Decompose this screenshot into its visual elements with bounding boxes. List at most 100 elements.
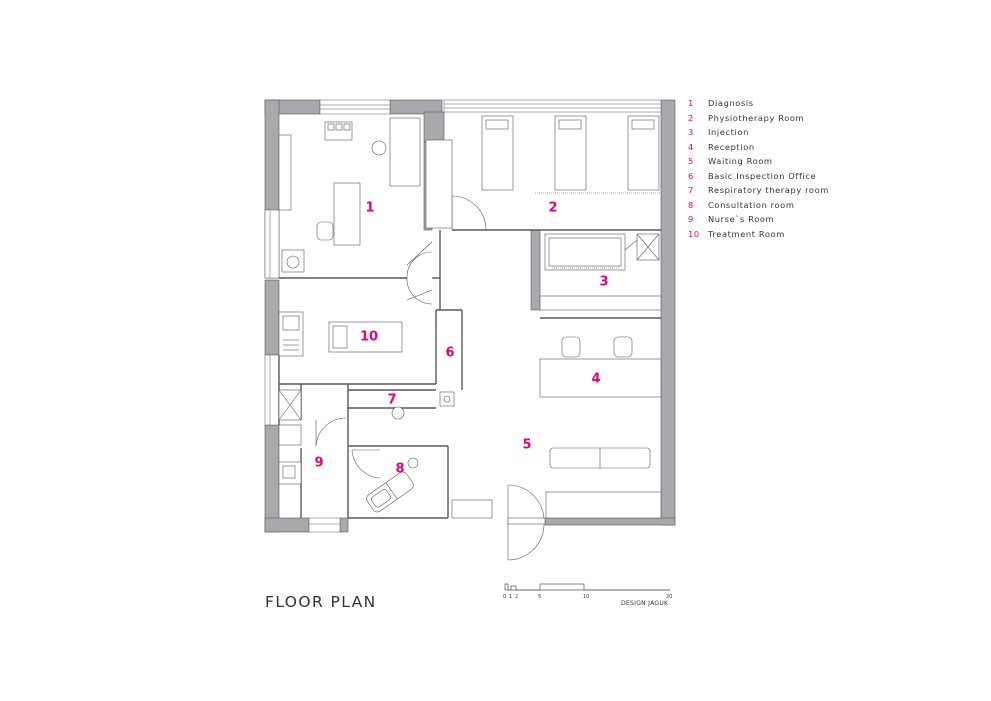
scale-bar — [504, 583, 670, 591]
legend-number: 4 — [688, 141, 694, 152]
window-bottom — [308, 517, 341, 533]
exterior-walls — [264, 99, 676, 533]
waiting-bench — [545, 491, 662, 519]
counter-room3 — [539, 295, 662, 311]
pillar-top — [423, 111, 445, 143]
legend-number: 6 — [688, 170, 694, 181]
window-left-2 — [264, 354, 280, 426]
legend-number: 1 — [688, 98, 694, 108]
doors — [315, 195, 546, 561]
scale-tick-5: 5 — [538, 594, 541, 600]
legend-item: 2 Physiotherapy Room — [688, 111, 829, 126]
legend-item: 5 Waiting Room — [688, 154, 829, 169]
legend-item: 4 Reception — [688, 140, 829, 155]
scale-tick-1: 1 — [509, 594, 512, 600]
legend-label: Injection — [708, 127, 749, 137]
room-6-7-furniture — [391, 391, 455, 420]
legend-label: Waiting Room — [708, 156, 773, 166]
legend-number: 2 — [688, 112, 694, 123]
legend-number: 9 — [688, 214, 694, 224]
room-10-furniture — [278, 311, 403, 357]
reception-chair-1 — [561, 336, 581, 358]
wall-bottom-middle — [339, 517, 349, 533]
room-label-8: 8 — [395, 462, 404, 477]
room-2-furniture — [425, 115, 661, 229]
stool-room8 — [407, 457, 419, 469]
legend-item: 3 Injection — [688, 125, 829, 140]
legend-label: Respiratory therapy room — [708, 185, 829, 195]
legend-item: 9 Nurse`s Room — [688, 212, 829, 227]
legend-label: Consultation room — [708, 199, 795, 210]
legend-label: Basic Inspection Office — [708, 170, 817, 181]
wall-bottom-left — [264, 517, 310, 533]
legend-item: 10 Treatment Room — [688, 227, 829, 242]
desk — [333, 182, 361, 246]
legend-label: Nurse`s Room — [708, 214, 775, 224]
door-entrance — [507, 484, 546, 561]
wall-left-lower — [264, 424, 280, 533]
chair — [316, 221, 334, 241]
legend-number: 10 — [688, 228, 700, 239]
door-room8 — [351, 449, 381, 479]
legend-label: Reception — [708, 141, 755, 152]
room-1-furniture — [278, 117, 421, 273]
scale-tick-20: 20 — [666, 594, 672, 600]
legend-number: 8 — [688, 199, 694, 210]
design-credit: DESIGN JAGUK — [621, 600, 669, 607]
legend-item: 7 Respiratory therapy room — [688, 183, 829, 198]
legend-item: 8 Consultation room — [688, 198, 829, 213]
door-room1 — [406, 241, 433, 279]
wall-left-middle — [264, 279, 280, 356]
room-legend: 1 Diagnosis 2 Physiotherapy Room 3 Injectio… — [688, 96, 829, 241]
legend-label: Diagnosis — [708, 98, 754, 108]
cabinet-room2 — [425, 139, 453, 229]
door-room2 — [451, 195, 487, 231]
scale-tick-0: 0 — [503, 594, 506, 600]
shelf-unit — [389, 117, 421, 187]
door-room10 — [406, 277, 433, 305]
room-label-6: 6 — [445, 346, 454, 361]
room-8-furniture — [366, 457, 419, 513]
small-cabinet — [451, 499, 493, 519]
room-3-furniture — [539, 233, 662, 311]
room-label-5: 5 — [522, 438, 531, 453]
legend-number: 5 — [688, 156, 694, 166]
interior-walls — [278, 229, 661, 519]
cabinet — [278, 134, 292, 211]
legend-number: 7 — [688, 185, 694, 195]
stool — [371, 140, 387, 156]
legend-item: 6 Basic Inspection Office — [688, 169, 829, 184]
treatment-chair — [366, 471, 414, 513]
window-top-2 — [443, 99, 662, 113]
scale-tick-2: 2 — [515, 594, 518, 600]
room-label-7: 7 — [387, 393, 396, 408]
room-label-3: 3 — [599, 275, 608, 290]
room-label-1: 1 — [365, 201, 374, 216]
room-9-furniture — [278, 389, 302, 485]
legend-number: 3 — [688, 127, 694, 137]
room-label-9: 9 — [314, 456, 323, 471]
room-label-4: 4 — [591, 372, 600, 387]
room-5-furniture — [451, 447, 662, 519]
door-room9 — [315, 417, 347, 447]
legend-label: Treatment Room — [708, 228, 785, 239]
wall-room3-left — [530, 229, 541, 311]
room-numbers: 1 2 3 4 5 6 7 8 9 10 — [314, 201, 608, 477]
scale-ticks: 0 1 2 5 10 20 — [503, 594, 672, 600]
stool-room7 — [391, 406, 405, 420]
window-left-1 — [264, 209, 280, 279]
windows — [264, 99, 662, 533]
locker — [278, 424, 302, 446]
room-4-furniture — [539, 336, 662, 398]
reception-desk — [539, 358, 662, 398]
wall-right — [660, 99, 676, 526]
window-top-1 — [319, 99, 391, 115]
scale-tick-10: 10 — [583, 594, 589, 600]
room-label-10: 10 — [360, 330, 378, 345]
page-title: FLOOR PLAN — [265, 593, 377, 611]
wall-bottom-right — [544, 517, 676, 526]
legend-item: 1 Diagnosis — [688, 96, 829, 111]
reception-chair-2 — [613, 336, 633, 358]
legend-label: Physiotherapy Room — [708, 112, 805, 123]
